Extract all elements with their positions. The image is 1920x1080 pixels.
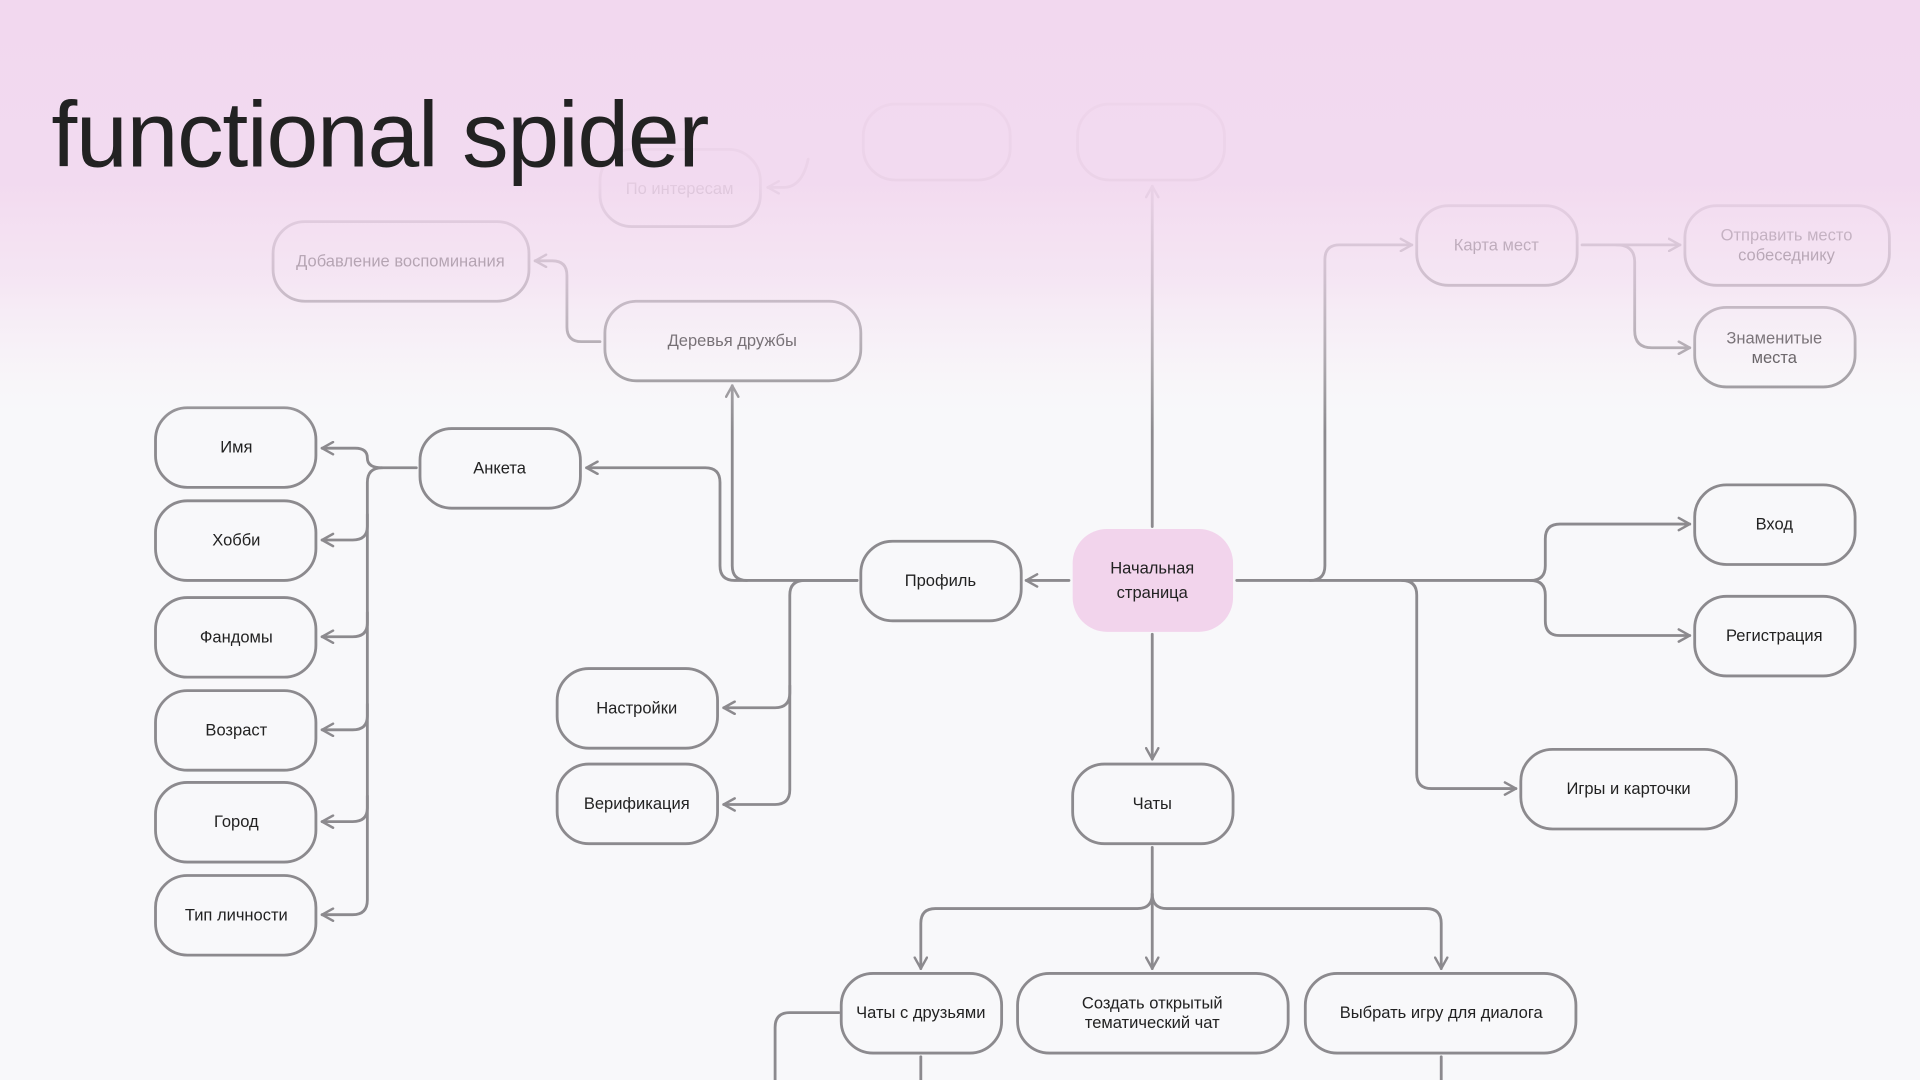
node-login[interactable]: Вход	[1693, 483, 1857, 566]
node-city[interactable]: Город	[154, 781, 318, 864]
node-famous-places[interactable]: Знаменитые места	[1693, 305, 1857, 389]
node-games-cards-label: Игры и карточки	[1566, 779, 1690, 798]
node-add-memory[interactable]: Добавление воспоминания	[271, 220, 531, 303]
node-famous-places-line1: Знаменитые	[1726, 329, 1822, 348]
node-settings-label: Настройки	[596, 698, 677, 717]
node-hobby[interactable]: Хобби	[154, 499, 318, 582]
node-choose-game-label: Выбрать игру для диалога	[1340, 1003, 1544, 1022]
node-login-label: Вход	[1756, 515, 1794, 534]
node-register-label: Регистрация	[1726, 626, 1823, 645]
node-open-chat-line1: Создать открытый	[1082, 993, 1223, 1012]
node-friend-trees-label: Деревья дружбы	[668, 331, 797, 350]
node-settings[interactable]: Настройки	[555, 667, 719, 750]
node-form[interactable]: Анкета	[418, 427, 582, 510]
node-personality[interactable]: Тип личности	[154, 874, 318, 957]
node-verification-label: Верификация	[584, 794, 690, 813]
node-age[interactable]: Возраст	[154, 689, 318, 772]
node-start-line2: страница	[1117, 583, 1189, 602]
node-city-label: Город	[214, 812, 259, 831]
node-friend-trees[interactable]: Деревья дружбы	[603, 299, 863, 383]
node-games-cards[interactable]: Игры и карточки	[1519, 747, 1738, 831]
node-register[interactable]: Регистрация	[1693, 594, 1857, 678]
node-profile-label: Профиль	[905, 571, 976, 590]
node-friend-chats-label: Чаты с друзьями	[856, 1003, 985, 1022]
node-personality-label: Тип личности	[185, 905, 288, 924]
node-send-place[interactable]: Отправить место собеседнику	[1683, 204, 1891, 287]
node-form-label: Анкета	[473, 458, 527, 477]
node-hobby-label: Хобби	[212, 531, 260, 550]
node-name[interactable]: Имя	[154, 406, 318, 489]
node-places-map[interactable]: Карта мест	[1415, 204, 1579, 287]
node-send-place-line1: Отправить место	[1721, 226, 1853, 245]
node-profile[interactable]: Профиль	[859, 539, 1023, 623]
node-open-chat-line2: тематический чат	[1085, 1013, 1220, 1032]
node-faded-top-2	[1076, 102, 1226, 182]
node-start-line1: Начальная	[1110, 559, 1194, 578]
node-chats[interactable]: Чаты	[1071, 762, 1235, 846]
node-name-label: Имя	[220, 438, 252, 457]
node-age-label: Возраст	[205, 720, 267, 739]
node-send-place-line2: собеседнику	[1738, 245, 1836, 264]
node-friend-chats[interactable]: Чаты с друзьями	[839, 972, 1004, 1055]
node-chats-label: Чаты	[1133, 794, 1172, 813]
node-famous-places-line2: места	[1752, 348, 1798, 367]
node-start[interactable]: Начальная страница	[1072, 528, 1234, 632]
node-add-memory-label: Добавление воспоминания	[296, 251, 505, 270]
node-fandoms-label: Фандомы	[200, 627, 273, 646]
page-title: functional spider	[51, 83, 708, 187]
node-choose-game[interactable]: Выбрать игру для диалога	[1303, 972, 1578, 1055]
node-places-map-label: Карта мест	[1454, 235, 1540, 254]
node-faded-top-1	[861, 102, 1012, 182]
node-verification[interactable]: Верификация	[555, 762, 719, 846]
node-fandoms[interactable]: Фандомы	[154, 596, 318, 679]
node-open-chat[interactable]: Создать открытый тематический чат	[1016, 972, 1290, 1055]
